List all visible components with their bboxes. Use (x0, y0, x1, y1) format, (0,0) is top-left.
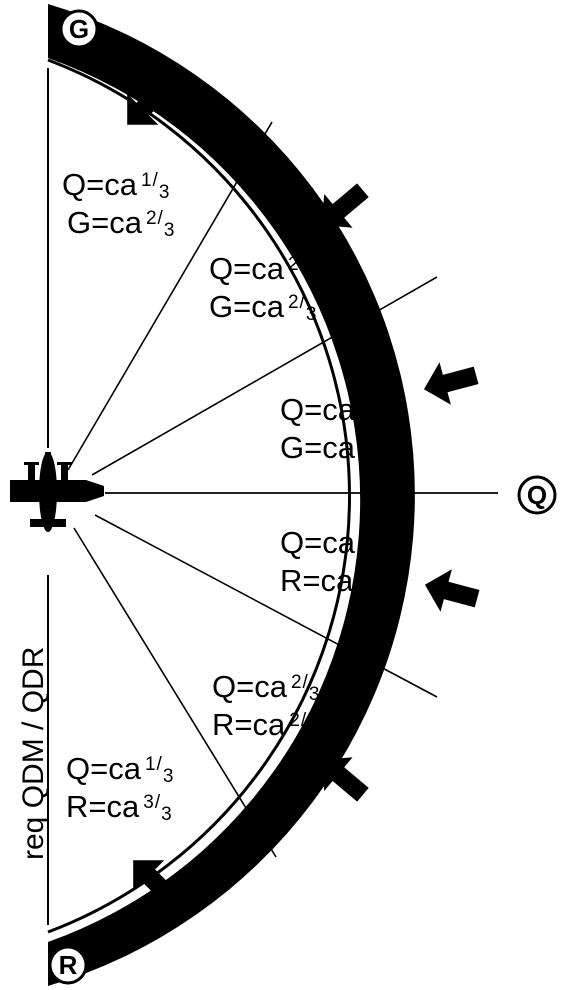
marker-right: Q (517, 475, 557, 515)
arrow-icon (424, 569, 480, 612)
sector-divider (67, 121, 273, 471)
arrow-icon (321, 757, 369, 802)
arrow-icon (423, 362, 479, 405)
svg-text:R: R (59, 950, 78, 980)
outer-band (48, 4, 415, 986)
arrow-icon (127, 80, 172, 125)
arrow-icon (133, 860, 178, 905)
marker-bottom: R (48, 945, 88, 985)
arrow-icon (321, 183, 369, 228)
inner-ring (47, 58, 351, 934)
airplane-icon (10, 452, 104, 532)
sector-divider (91, 276, 438, 476)
svg-text:Q: Q (527, 480, 547, 510)
side-label: req QDM / QDR (17, 647, 50, 860)
svg-text:G: G (69, 14, 89, 44)
marker-top: G (59, 9, 99, 49)
sector-divider (94, 514, 438, 698)
sector-divider (73, 527, 277, 858)
